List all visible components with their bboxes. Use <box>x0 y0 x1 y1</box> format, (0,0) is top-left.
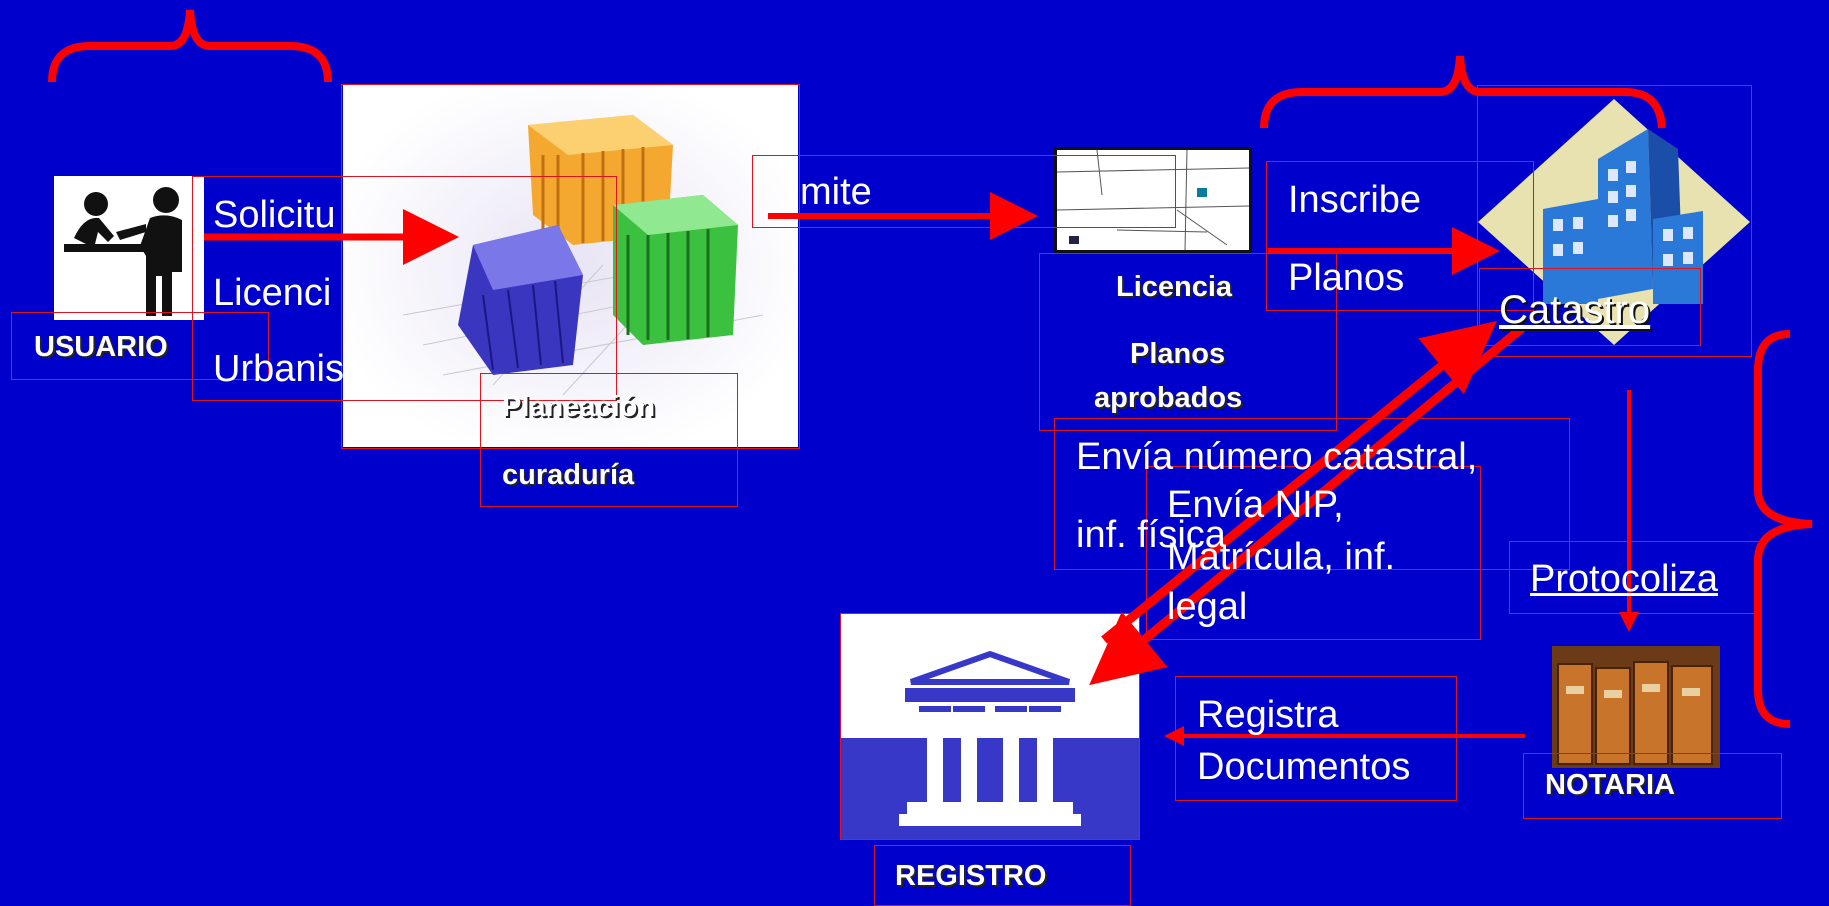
registra-label: Registra <box>1197 694 1339 736</box>
usuario-label-frame <box>11 312 269 380</box>
right-brace <box>1754 330 1813 728</box>
notaria-label-frame <box>1523 753 1782 819</box>
solicitud-label: Solicitu <box>213 194 336 236</box>
buildings-3d-icon <box>343 85 798 447</box>
people-counter-icon <box>54 176 204 320</box>
usuario-label: USUARIO <box>34 331 168 363</box>
envia-nip-label-2: Matrícula, inf. <box>1167 536 1396 578</box>
envia-nip-label-1: Envía NIP, <box>1167 484 1344 526</box>
catastro-label-frame <box>1479 268 1701 346</box>
street-map-icon <box>1054 147 1252 253</box>
office-building-icon <box>1478 99 1750 345</box>
planos-label: Planos <box>1288 257 1405 299</box>
registro-image-frame <box>840 613 1140 840</box>
usuario-brace <box>48 9 332 83</box>
planeacion-image-frame <box>341 84 800 449</box>
licencia-request-label: Licenci <box>213 272 332 314</box>
envia-nip-label-3: legal <box>1167 586 1248 628</box>
file-drawers-icon <box>1552 646 1720 768</box>
planos-aprobados-label-1: Planos <box>1130 338 1226 370</box>
tramite-label-frame <box>752 155 1176 228</box>
catastro-label: Catastro <box>1499 288 1651 332</box>
envia-catastral-label-2: inf. física <box>1076 514 1226 556</box>
protocoliza-label: Protocoliza <box>1530 558 1718 600</box>
urbanismo-label: Urbanis <box>213 348 344 390</box>
curaduria-label: curaduría <box>502 459 635 491</box>
notaria-label: NOTARIA <box>1545 769 1675 801</box>
inscribe-label-frame <box>1266 161 1534 311</box>
envia-catastral-label-1: Envía número catastral, <box>1076 436 1478 478</box>
usuario-request-frame <box>192 176 617 401</box>
inscribe-label: Inscribe <box>1288 179 1422 221</box>
planeacion-label-frame <box>480 373 738 507</box>
planeacion-label: Planeación <box>502 391 656 423</box>
licencia-label: Licencia <box>1116 271 1233 303</box>
documentos-label: Documentos <box>1197 746 1411 788</box>
tramite-label: mite <box>800 171 872 213</box>
registro-label: REGISTRO <box>895 860 1047 892</box>
planos-aprobados-label-2: aprobados <box>1094 382 1243 414</box>
